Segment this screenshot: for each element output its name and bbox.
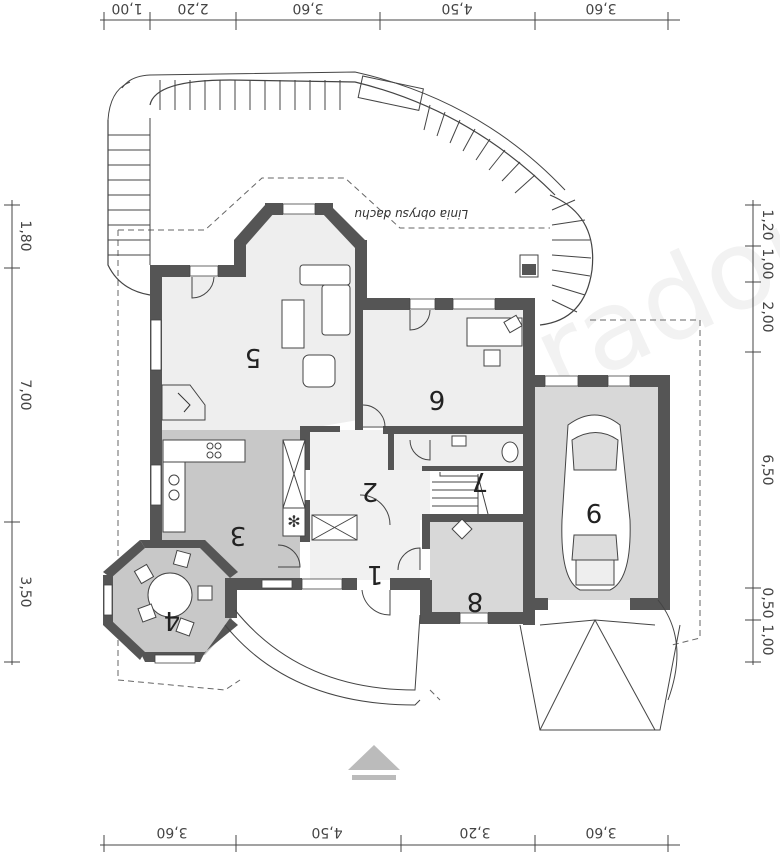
room-number-8: 8 xyxy=(467,586,484,616)
roof-outline-label: Linia obrysu dachu xyxy=(354,207,468,221)
room-number-9: 9 xyxy=(586,497,603,527)
walls xyxy=(103,203,670,662)
top-dim-5: 3,60 xyxy=(585,0,616,16)
svg-text:✻: ✻ xyxy=(287,512,300,531)
bottom-dimension-line: 3,60 4,50 3,20 3,60 xyxy=(100,824,680,852)
roof-outline xyxy=(117,177,701,701)
car xyxy=(561,414,631,591)
right-dim-5: 0,50 xyxy=(759,587,775,618)
left-dimension-line: 1,80 7,00 3,50 xyxy=(4,200,33,665)
bottom-dim-1: 3,60 xyxy=(156,824,187,840)
top-dimension-line: 1,00 2,20 3,60 4,50 3,60 xyxy=(100,0,680,30)
top-dim-2: 2,20 xyxy=(177,0,208,16)
room-number-3: 3 xyxy=(230,520,247,550)
right-dim-3: 2,00 xyxy=(759,301,775,332)
windows xyxy=(103,203,631,664)
room-number-5: 5 xyxy=(245,342,262,372)
furniture: ✻ xyxy=(133,264,523,637)
terrace-top xyxy=(107,71,594,326)
room-number-6: 6 xyxy=(429,384,446,414)
right-dim-6: 1,00 xyxy=(759,624,775,655)
right-dimension-line: 1,20 1,00 2,00 6,50 0,50 1,00 xyxy=(745,200,775,665)
top-dim-4: 4,50 xyxy=(441,0,472,16)
internal-stairs xyxy=(432,472,489,515)
bottom-dim-3: 3,20 xyxy=(459,824,490,840)
terrace-bottom xyxy=(224,599,681,731)
room-number-7: 7 xyxy=(472,466,489,496)
bottom-dim-4: 3,60 xyxy=(585,824,616,840)
left-dim-2: 7,00 xyxy=(17,379,33,410)
right-dim-1: 1,20 xyxy=(759,209,775,240)
right-dim-4: 6,50 xyxy=(759,454,775,485)
top-dim-3: 3,60 xyxy=(292,0,323,16)
room-number-2: 2 xyxy=(362,476,379,506)
left-dim-1: 1,80 xyxy=(17,220,33,251)
doors xyxy=(191,276,431,616)
room-number-1: 1 xyxy=(367,559,384,589)
room-numbers: 1 2 3 4 5 6 7 8 9 xyxy=(164,342,603,635)
bottom-dim-2: 4,50 xyxy=(311,824,342,840)
top-dim-1: 1,00 xyxy=(111,0,142,16)
room-number-4: 4 xyxy=(164,605,181,635)
left-dim-3: 3,50 xyxy=(17,576,33,607)
right-dim-2: 1,00 xyxy=(759,248,775,279)
entrance-arrow xyxy=(348,745,400,780)
